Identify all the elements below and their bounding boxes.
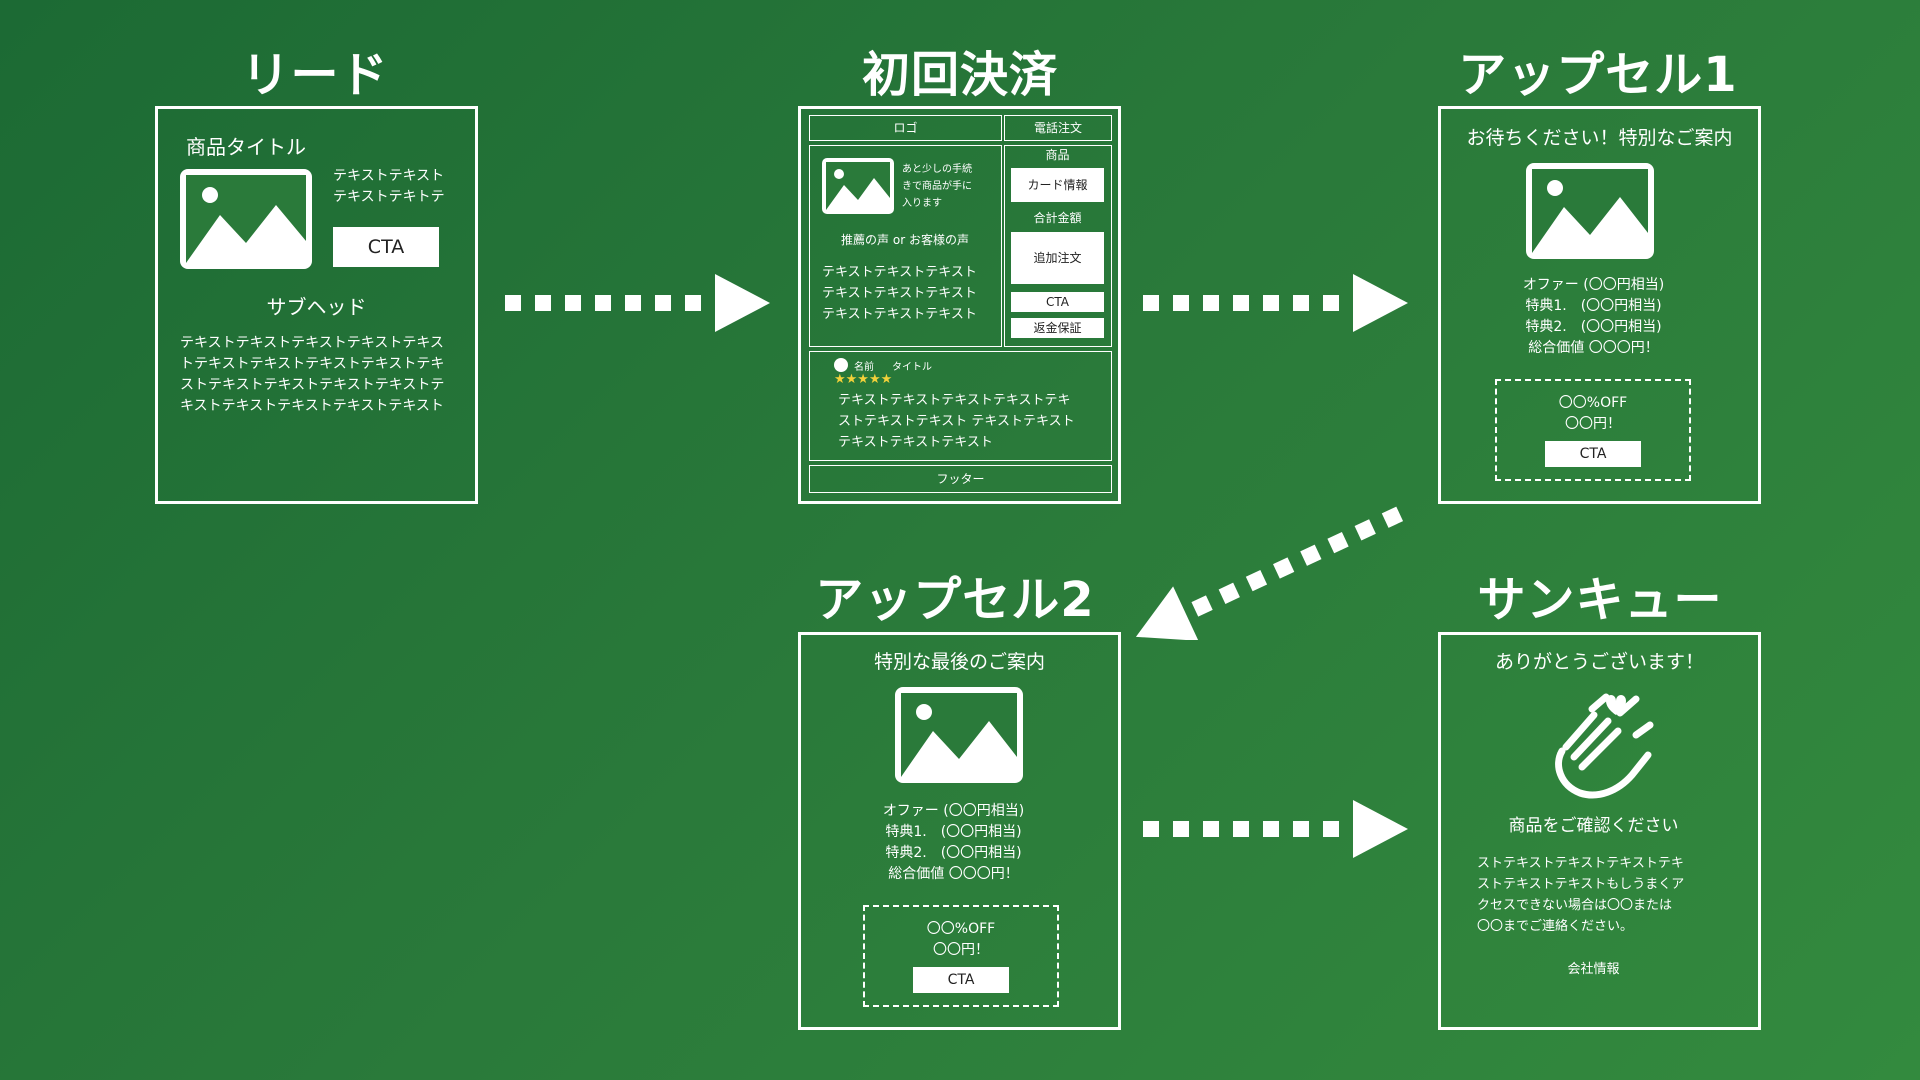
fp-guarantee-badge: 返金保証 <box>1011 318 1104 338</box>
fp-review-panel: 名前 タイトル ★★★★★ テキストテキストテキストテキストテキ ストテキストテ… <box>809 351 1112 461</box>
thanks-body-4: 〇〇までご連絡ください。 <box>1477 919 1634 934</box>
first-payment-card: ロゴ 電話注文 あと少しの手続 きで商品が手に 入ります 推薦の声 or お客様… <box>798 106 1121 504</box>
lead-cta-button[interactable]: CTA <box>333 227 439 267</box>
fp-phone-order: 電話注文 <box>1033 121 1082 135</box>
upsell1-offer-4: 総合価値 〇〇〇円！ <box>1528 340 1659 356</box>
image-icon <box>895 687 1023 783</box>
lead-product-title: 商品タイトル <box>186 135 306 159</box>
upsell2-card: 特別な最後のご案内 オファー (〇〇円相当) 特典1. (〇〇円相当) 特典2.… <box>798 632 1121 1030</box>
upsell2-heading: 特別な最後のご案内 <box>873 651 1045 673</box>
upsell2-offer-3: 特典2. (〇〇円相当) <box>885 845 1022 861</box>
image-icon <box>1526 163 1654 259</box>
upsell2-price: 〇〇円！ <box>933 942 989 958</box>
fp-review-body-2: ストテキストテキスト テキストテキスト <box>838 414 1075 429</box>
upsell2-discount: 〇〇%OFF <box>926 921 996 937</box>
upsell1-offer-1: オファー (〇〇円相当) <box>1522 277 1665 293</box>
fp-review-body-1: テキストテキストテキストテキストテキ <box>838 393 1071 408</box>
lead-body-3: ストテキストテキストテキストテキストテ <box>180 377 445 393</box>
fp-main-panel: あと少しの手続 きで商品が手に 入ります 推薦の声 or お客様の声 テキストテ… <box>809 145 1002 347</box>
thanks-heading: ありがとうございます！ <box>1494 651 1704 673</box>
arrow-upsell2-to-thanks <box>1143 800 1408 858</box>
upsell1-offer-3: 特典2. (〇〇円相当) <box>1525 319 1662 335</box>
thanks-company: 会社情報 <box>1567 962 1620 977</box>
thanks-body-3: クセスできない場合は〇〇または <box>1477 898 1673 913</box>
fp-logo-box: ロゴ <box>809 115 1002 141</box>
lead-body-2: トテキストテキストテキストテキストテキ <box>180 356 445 372</box>
upsell2-offer-2: 特典1. (〇〇円相当) <box>885 824 1022 840</box>
arrow-first-payment-to-upsell1 <box>1143 274 1408 332</box>
fp-order-panel: 商品 カード情報 合計金額 追加注文 CTA 返金保証 <box>1004 145 1112 347</box>
fp-review-title: タイトル <box>892 362 932 373</box>
lead-body-1: テキストテキストテキストテキストテキス <box>180 335 444 351</box>
upsell2-offer-1: オファー (〇〇円相当) <box>882 803 1025 819</box>
stage-title-lead: リード <box>241 47 389 103</box>
arrow-lead-to-first-payment <box>505 274 770 332</box>
fp-testimonial-head: 推薦の声 or お客様の声 <box>841 233 969 247</box>
arrow-upsell1-to-upsell2 <box>1135 506 1404 640</box>
upsell1-discount: 〇〇%OFF <box>1558 395 1628 411</box>
upsell1-price: 〇〇円！ <box>1565 416 1621 432</box>
upsell1-offer-box: 〇〇%OFF 〇〇円！ CTA <box>1495 379 1691 481</box>
upsell2-cta-button[interactable]: CTA <box>913 967 1009 993</box>
thanks-body-1: ストテキストテキストテキストテキ <box>1477 856 1684 871</box>
image-icon <box>822 158 894 214</box>
upsell1-heading: お待ちください！特別なご案内 <box>1466 127 1733 149</box>
stage-title-upsell1: アップセル1 <box>1458 47 1738 103</box>
upsell1-cta-button[interactable]: CTA <box>1545 441 1641 467</box>
lead-body-4: キストテキストテキストテキストテキスト <box>180 398 444 414</box>
clapping-hands-icon <box>1555 693 1654 799</box>
fp-add-order-field[interactable]: 追加注文 <box>1011 232 1104 284</box>
stage-title-thanks: サンキュー <box>1477 572 1723 628</box>
image-icon <box>180 169 312 269</box>
fp-product-label: 商品 <box>1045 148 1070 162</box>
fp-review-avatar <box>834 358 848 372</box>
fp-review-body-3: テキストテキストテキスト <box>838 435 993 450</box>
fp-footer: フッター <box>936 472 985 486</box>
lead-subhead: サブヘッド <box>266 295 367 319</box>
upsell1-card: お待ちください！特別なご案内 オファー (〇〇円相当) 特典1. (〇〇円相当)… <box>1438 106 1761 504</box>
upsell2-offer-4: 総合価値 〇〇〇円！ <box>888 866 1019 882</box>
fp-review-name: 名前 <box>854 362 874 373</box>
stage-title-first-payment: 初回決済 <box>861 47 1058 103</box>
lead-side-text-2: テキストテキトテ <box>333 189 445 205</box>
fp-cta-button[interactable]: CTA <box>1011 292 1104 312</box>
fp-body-2: テキストテキストテキスト <box>822 286 977 301</box>
thanks-confirm: 商品をご確認ください <box>1508 816 1679 836</box>
fp-near-text-1: あと少しの手続 <box>902 164 972 175</box>
fp-body-1: テキストテキストテキスト <box>822 265 977 280</box>
fp-near-text-2: きで商品が手に <box>902 181 972 192</box>
thanks-body-2: ストテキストテキストもしうまくア <box>1477 877 1685 892</box>
lead-side-text-1: テキストテキスト <box>333 168 445 184</box>
fp-total-label: 合計金額 <box>1033 211 1082 225</box>
lead-card: 商品タイトル テキストテキスト テキストテキトテ CTA サブヘッド テキストテ… <box>155 106 478 504</box>
fp-logo: ロゴ <box>893 121 918 135</box>
upsell2-offer-box: 〇〇%OFF 〇〇円！ CTA <box>863 905 1059 1007</box>
fp-phone-order-box: 電話注文 <box>1004 115 1112 141</box>
fp-near-text-3: 入ります <box>902 198 942 209</box>
fp-card-info-field[interactable]: カード情報 <box>1011 168 1104 202</box>
fp-footer-box: フッター <box>809 465 1112 493</box>
upsell1-offer-2: 特典1. (〇〇円相当) <box>1525 298 1662 314</box>
fp-body-3: テキストテキストテキスト <box>822 307 977 322</box>
thanks-card: ありがとうございます！ 商品をご確認ください ストテキストテキストテキストテキ … <box>1438 632 1761 1030</box>
stage-title-upsell2: アップセル2 <box>815 572 1095 628</box>
fp-review-stars: ★★★★★ <box>834 372 893 387</box>
